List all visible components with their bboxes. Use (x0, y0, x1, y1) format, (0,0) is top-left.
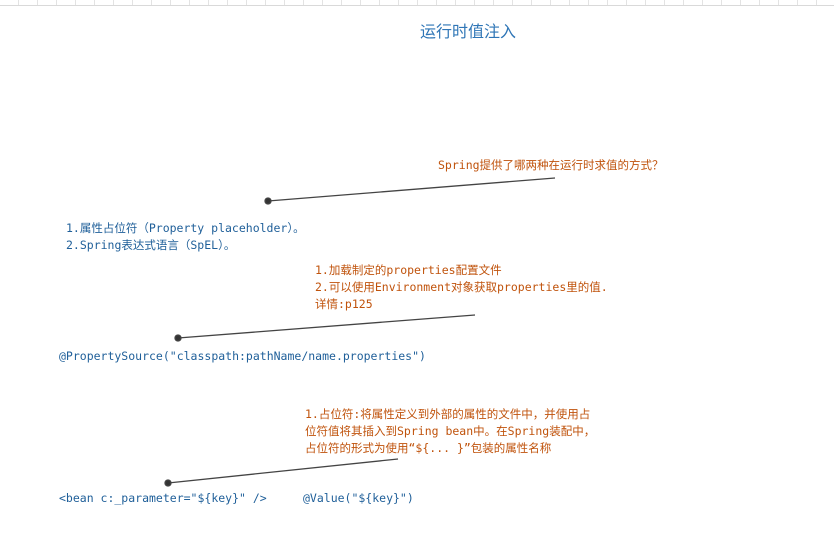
anchor-dot-2 (174, 334, 182, 342)
connector-3 (167, 458, 399, 484)
note-placeholder-line-2: 位符值将其插入到Spring bean中。在Spring装配中， (305, 424, 596, 438)
note-propertysource-line-1: 1.加载制定的properties配置文件 (315, 263, 502, 277)
connector-2 (177, 314, 476, 339)
grid-header (0, 0, 834, 6)
note-propertysource-line-2: 2.可以使用Environment对象获取properties里的值. (315, 280, 608, 294)
note-placeholder-line-3: 占位符的形式为使用“${... }”包装的属性名称 (305, 441, 552, 455)
note-placeholder-line-1: 1.占位符:将属性定义到外部的属性的文件中，并使用占 (305, 407, 591, 421)
anchor-dot-1 (264, 197, 272, 205)
node-value-annotation[interactable]: @Value("${key}") (303, 491, 414, 505)
connector-1 (267, 177, 556, 202)
node-bean-placeholder[interactable]: <bean c:_parameter="${key}" /> (59, 491, 267, 505)
node-methods-line-1[interactable]: 1.属性占位符（Property placeholder）。 (66, 221, 305, 235)
node-methods-line-2[interactable]: 2.Spring表达式语言（SpEL）。 (66, 238, 236, 252)
anchor-dot-3 (164, 479, 172, 487)
note-propertysource-line-3: 详情:p125 (315, 297, 373, 311)
node-propertysource[interactable]: @PropertySource("classpath:pathName/name… (59, 349, 426, 363)
page-title: 运行时值注入 (420, 22, 517, 41)
note-question: Spring提供了哪两种在运行时求值的方式？ (438, 158, 664, 172)
